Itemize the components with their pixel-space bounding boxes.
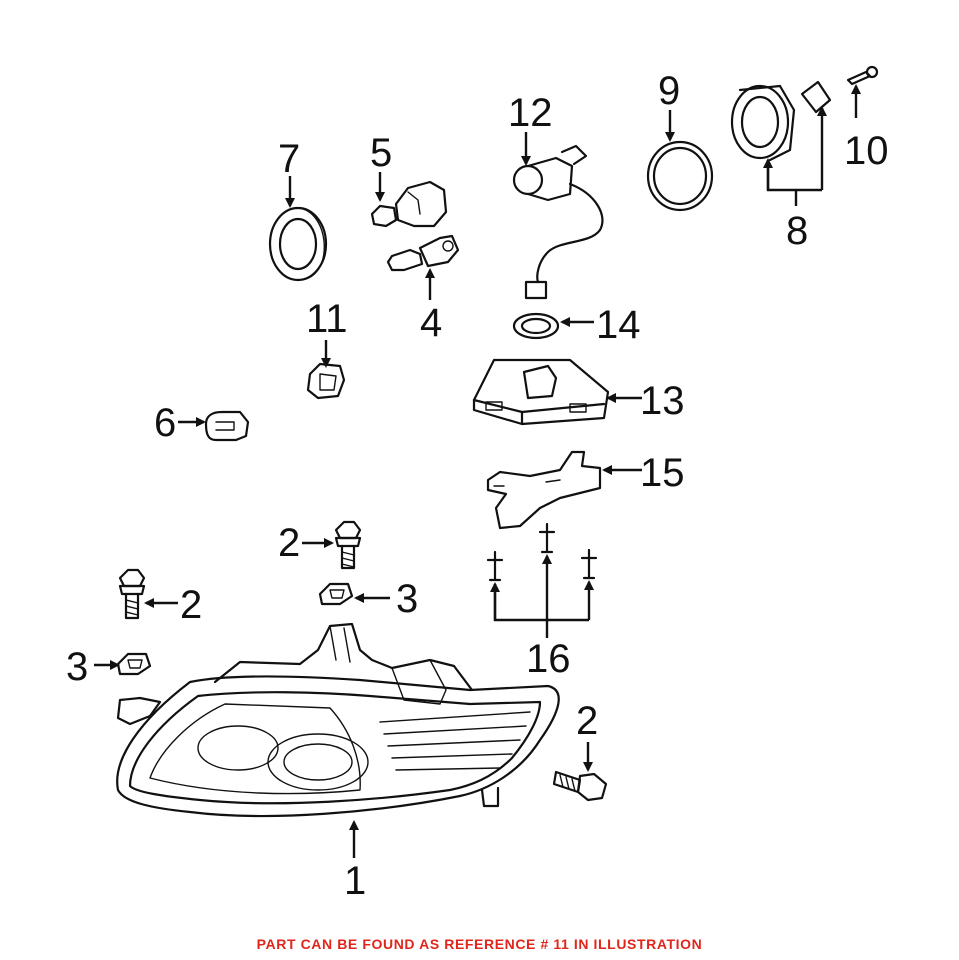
hid-bulb-harness (512, 144, 604, 300)
o-ring (512, 312, 560, 340)
callout-4: 4 (420, 301, 442, 345)
callout-1: 1 (344, 859, 366, 903)
callout-6: 6 (154, 401, 176, 445)
callout-3-upper: 3 (396, 577, 418, 621)
callout-2-right: 2 (576, 699, 598, 743)
seal-ring (646, 140, 714, 212)
callout-10: 10 (844, 129, 889, 173)
bolt-right (552, 770, 608, 802)
bulb-wedge (370, 180, 448, 228)
push-pins (486, 522, 598, 582)
callout-14: 14 (596, 303, 641, 347)
callout-7: 7 (278, 137, 300, 181)
callout-3-left: 3 (66, 645, 88, 689)
callout-8: 8 (786, 209, 808, 253)
callout-9: 9 (658, 69, 680, 113)
ballast-ring (730, 80, 832, 162)
leader-lines (94, 84, 861, 858)
clip-left (116, 652, 152, 676)
bulb-h-type (386, 234, 460, 272)
callout-13: 13 (640, 379, 685, 423)
bracket (486, 450, 602, 530)
screw-small (846, 65, 879, 86)
callout-12: 12 (508, 91, 553, 135)
callout-15: 15 (640, 451, 685, 495)
bolt-left (118, 568, 146, 620)
callout-labels: 1 2 2 2 3 3 4 5 6 7 8 9 10 11 12 13 14 1… (66, 69, 889, 903)
marker-socket (204, 410, 250, 442)
callout-11: 11 (306, 297, 348, 341)
bolt-upper (334, 520, 362, 570)
callout-16: 16 (526, 637, 571, 681)
callout-2-left: 2 (180, 583, 202, 627)
clip-upper (318, 582, 354, 606)
callout-2-upper: 2 (278, 521, 300, 565)
headlight-assembly (116, 622, 560, 818)
socket (306, 362, 346, 400)
reference-note: PART CAN BE FOUND AS REFERENCE # 11 IN I… (256, 936, 703, 952)
ballast-unit (472, 358, 610, 426)
dust-cap (268, 206, 328, 282)
callout-5: 5 (370, 131, 392, 175)
